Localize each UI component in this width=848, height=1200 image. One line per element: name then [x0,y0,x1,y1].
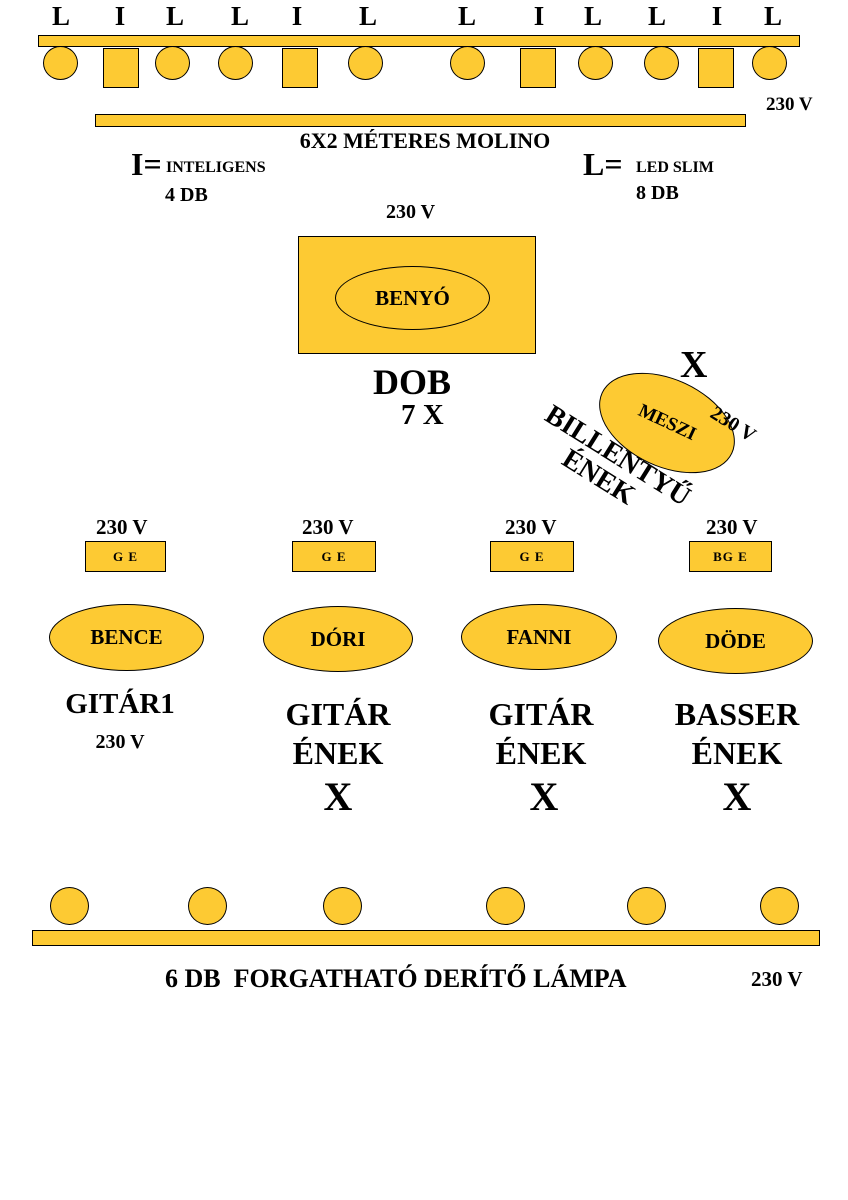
mic-marker: X [680,344,708,386]
power-label: 230 V [505,515,557,539]
spot-light [627,887,666,925]
bottom-truss-bar [32,930,820,946]
legend-count: 4 DB [165,184,208,206]
spot-light [760,887,799,925]
led-slim-light [644,46,679,80]
led-slim-light [752,46,787,80]
amp-box: G E [292,541,376,572]
intelligent-light [520,48,556,88]
truss-label: 6 DB FORGATHATÓ DERÍTŐ LÁMPA [165,964,627,993]
legend-key: L= [583,146,623,182]
led-slim-light [450,46,485,80]
musician-name: MESZI [635,400,700,446]
musician-position: BENCE [49,604,204,671]
light-type-label: L [51,1,70,31]
amp-box: G E [490,541,574,572]
instrument-label: ÉNEK [292,735,384,771]
power-label: 230 V [96,515,148,539]
intelligent-light [282,48,318,88]
banner-label: 6X2 MÉTERES MOLINO [299,128,551,153]
top-truss-bar [38,35,800,47]
spot-light [323,887,362,925]
intelligent-light [698,48,734,88]
power-label: 230 V [386,201,436,223]
musician-name: FANNI [506,624,572,649]
light-type-label: L [647,1,666,31]
mic-marker: X [722,774,752,819]
musician-name: BENYÓ [375,285,450,310]
amp-box: BG E [689,541,772,572]
light-type-label: I [291,1,303,31]
musician-position: FANNI [461,604,617,670]
amp-label: G E [112,548,139,564]
light-type-label: L [358,1,377,31]
spot-light [188,887,227,925]
light-type-label: L [165,1,184,31]
light-type-label: L [457,1,476,31]
musician-name: DÓRI [310,626,366,651]
instrument-label: GITÁR [488,696,594,732]
legend-name: LED SLIM [636,159,714,176]
mic-marker: X [323,774,353,819]
instrument-label: DOB [373,362,452,402]
power-label: 230 V [706,515,758,539]
intelligent-light [103,48,139,88]
mic-count: 7 X [401,399,444,431]
legend-count: 8 DB [636,182,679,204]
instrument-label: ÉNEK [495,735,587,771]
light-type-label: I [114,1,126,31]
instrument-label: GITÁR1 [65,688,175,720]
musician-position: DÓRI [263,606,413,672]
legend-name: INTELIGENS [166,159,266,176]
led-slim-light [348,46,383,80]
light-type-label: L [583,1,602,31]
banner-bar [95,114,746,127]
light-type-label: I [533,1,545,31]
power-label: 230 V [95,731,145,753]
amp-label: BG E [713,548,748,564]
light-type-label: L [763,1,782,31]
musician-name: BENCE [90,625,163,649]
legend-key: I= [131,146,162,182]
drummer-position: BENYÓ [335,266,490,330]
led-slim-light [218,46,253,80]
led-slim-light [43,46,78,80]
instrument-label: BASSER [674,696,800,732]
musician-position: DÖDE [658,608,813,674]
light-type-label: L [230,1,249,31]
instrument-label: GITÁR [285,696,391,732]
amp-label: G E [321,548,347,564]
mic-marker: X [529,774,559,819]
musician-name: DÖDE [705,628,766,653]
amp-label: G E [519,548,545,564]
led-slim-light [155,46,190,80]
spot-light [486,887,525,925]
led-slim-light [578,46,613,80]
power-label: 230 V [302,515,354,539]
power-label: 230 V [751,967,803,991]
amp-box: G E [85,541,166,572]
spot-light [50,887,89,925]
power-label: 230 V [766,94,813,115]
light-type-label: I [711,1,723,31]
instrument-label: ÉNEK [691,735,783,771]
